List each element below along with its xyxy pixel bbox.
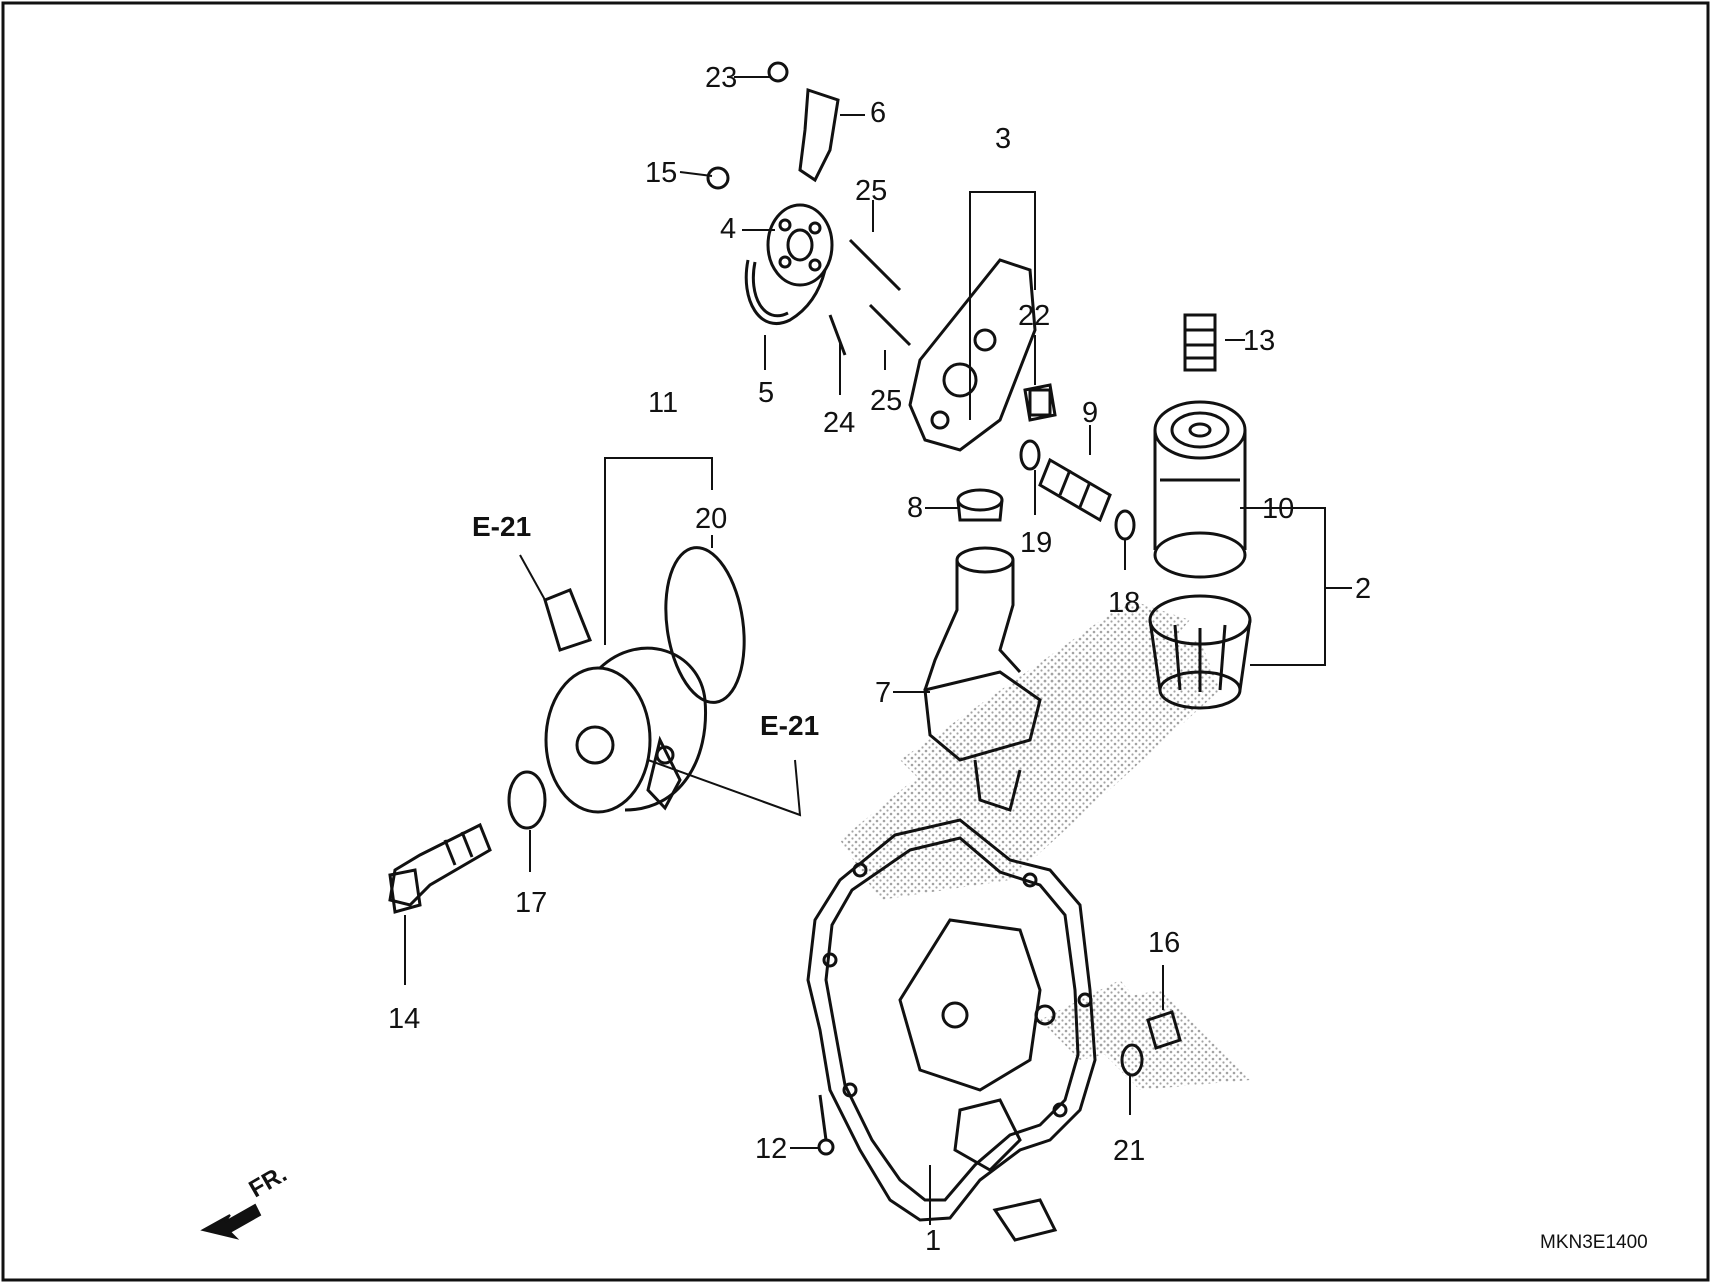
callout-2: 2 <box>1355 573 1371 605</box>
callout-9: 9 <box>1082 397 1098 429</box>
callout-18: 18 <box>1108 587 1140 619</box>
front-direction-arrow-icon: FR. <box>200 1160 292 1240</box>
dowel-pin-part-22 <box>1023 383 1057 422</box>
callout-13: 13 <box>1243 325 1275 357</box>
washer-part-17 <box>507 770 547 830</box>
callout-17: 17 <box>515 887 547 919</box>
callout-labels: 1 2 3 4 5 6 7 8 9 10 11 12 13 14 15 16 1… <box>388 62 1371 1257</box>
filter-spring-part-13 <box>1183 313 1217 372</box>
callout-23: 23 <box>705 62 737 94</box>
callout-20: 20 <box>695 503 727 535</box>
callout-11: 11 <box>648 387 678 419</box>
small-bolts-parts-15-23 <box>706 61 789 190</box>
oil-filter-part-10 <box>1153 400 1247 579</box>
callout-4: 4 <box>720 213 736 245</box>
callout-12: 12 <box>755 1133 787 1165</box>
oil-cooler-part-11 <box>543 588 708 814</box>
projection-shading <box>840 600 1250 1090</box>
drain-bolt-part-16 <box>1146 1010 1182 1050</box>
pump-bolts-parts-24-25 <box>828 238 912 356</box>
strainer-seal-part-8 <box>956 488 1004 522</box>
callout-8: 8 <box>907 492 923 524</box>
oil-pipe-part-9 <box>1038 457 1112 523</box>
oil-strainer-part-7 <box>923 546 1042 812</box>
callout-7: 7 <box>875 677 891 709</box>
o-ring-part-18 <box>1114 509 1136 541</box>
callout-19: 19 <box>1020 527 1052 559</box>
oil-pan-part-1 <box>806 818 1097 1242</box>
callout-24: 24 <box>823 407 855 439</box>
cooler-bolt-part-14 <box>388 822 492 914</box>
callout-3: 3 <box>995 123 1011 155</box>
pump-sprocket-part-4 <box>766 203 834 287</box>
callout-14: 14 <box>388 1003 420 1035</box>
callout-6: 6 <box>870 97 886 129</box>
callout-15: 15 <box>645 157 677 189</box>
o-ring-part-19 <box>1019 439 1041 471</box>
chain-guide-part-6 <box>798 87 840 183</box>
callout-25-lower: 25 <box>870 385 902 417</box>
callout-22: 22 <box>1018 300 1050 332</box>
callout-25-upper: 25 <box>855 175 887 207</box>
reference-labels: E-21 E-21 <box>472 511 819 741</box>
callout-16: 16 <box>1148 927 1180 959</box>
o-ring-part-20 <box>664 546 746 704</box>
washer-part-21 <box>1120 1043 1144 1077</box>
leader-lines <box>404 76 1352 1225</box>
reference-e21-upper: E-21 <box>472 511 531 542</box>
reference-e21-lower: E-21 <box>760 710 819 741</box>
front-direction-label: FR. <box>245 1160 292 1203</box>
callout-5: 5 <box>758 377 774 409</box>
diagram-code: MKN3E1400 <box>1540 1232 1648 1253</box>
drive-chain-part-5 <box>744 259 827 325</box>
callout-21: 21 <box>1113 1135 1145 1167</box>
callout-10: 10 <box>1262 493 1294 525</box>
bolt-part-12 <box>817 1094 835 1156</box>
callout-1: 1 <box>925 1225 941 1257</box>
filter-case-part-2 <box>1148 594 1252 710</box>
